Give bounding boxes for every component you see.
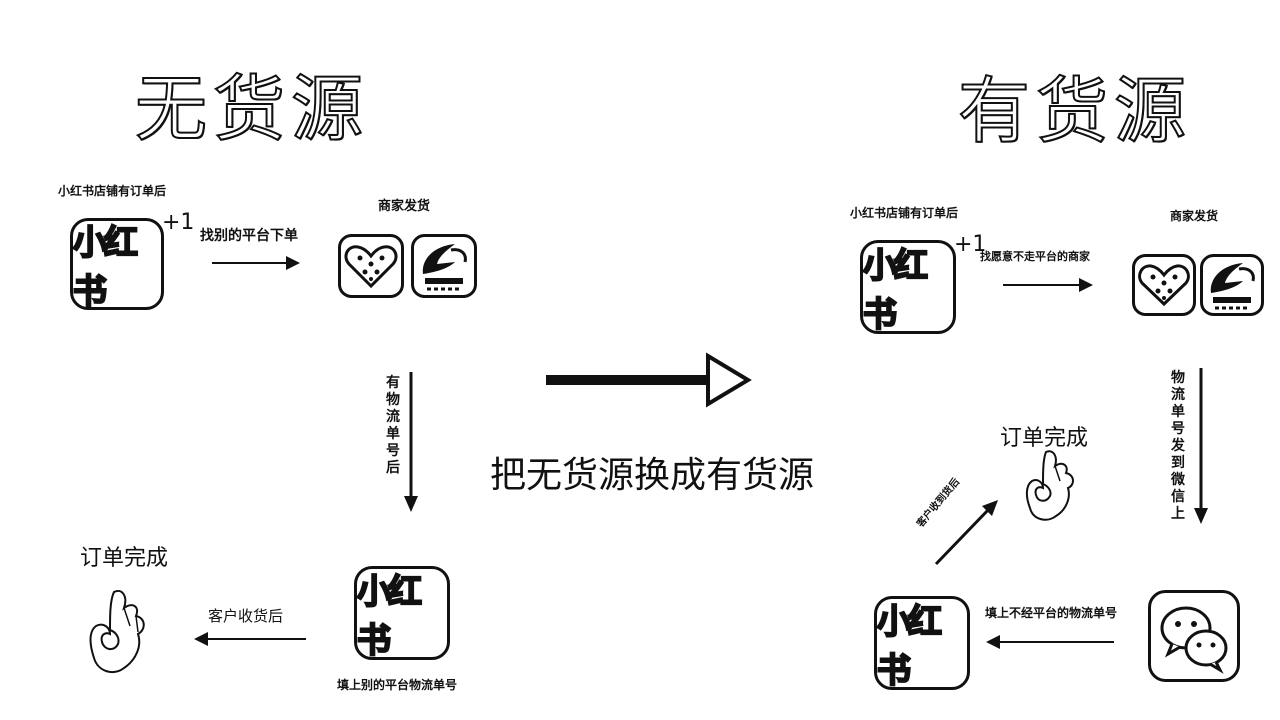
left-plus-one: +1 [162, 210, 195, 235]
right-arrow-down [1194, 368, 1208, 524]
right-xiaohongshu-icon-bottom-text: 小红书 [876, 601, 943, 692]
right-title: 有货源 [957, 68, 1193, 154]
center-big-arrow [546, 352, 752, 408]
right-order-label: 小红书店铺有订单后 [850, 206, 959, 220]
left-ok-hand-icon [89, 590, 145, 674]
right-done-label: 订单完成 [1000, 426, 1089, 451]
right-alibaba-1688-icon [1200, 254, 1264, 316]
left-title: 无货源 [134, 66, 370, 152]
right-ok-hand-icon [1025, 450, 1074, 521]
right-fill-label: 填上不经平台的物流单号 [985, 606, 1118, 620]
right-arrow1-label: 找愿意不走平台的商家 [980, 250, 1090, 263]
right-xiaohongshu-icon: 小红书 [860, 240, 956, 336]
right-arrow-right-1 [1003, 278, 1093, 292]
right-merchant-label: 商家发货 [1170, 209, 1219, 223]
right-xiaohongshu-icon-text: 小红书 [862, 245, 929, 336]
left-xiaohongshu-icon-text: 小红书 [72, 222, 139, 313]
left-alibaba-1688-icon [411, 234, 477, 298]
left-done-label: 订单完成 [80, 546, 169, 571]
left-xiaohongshu-icon-bottom-text: 小红书 [356, 571, 423, 662]
right-pinduoduo-heart-icon [1132, 254, 1196, 316]
left-xiaohongshu-icon: 小红书 [70, 218, 164, 313]
left-receive-label: 客户收货后 [208, 607, 284, 625]
right-xiaohongshu-icon-bottom: 小红书 [874, 596, 970, 692]
left-arrow1-label: 找别的平台下单 [200, 228, 298, 244]
right-arrow-diagonal [934, 500, 998, 566]
left-vertical-label: 有物流单号后 [386, 375, 400, 476]
center-label: 把无货源换成有货源 [490, 455, 815, 496]
right-wechat-icon [1148, 590, 1240, 682]
left-merchant-label: 商家发货 [378, 199, 431, 214]
left-fill-label: 填上别的平台物流单号 [337, 678, 458, 692]
right-arrow-left [986, 635, 1114, 649]
right-plus-one: +1 [954, 232, 987, 257]
left-pinduoduo-heart-icon [338, 234, 404, 298]
left-arrow-right-1 [212, 256, 300, 270]
left-xiaohongshu-icon-bottom: 小红书 [354, 566, 450, 662]
right-vertical-label: 物流单号发到微信上 [1171, 370, 1185, 522]
left-arrow-left [194, 632, 306, 646]
left-order-label: 小红书店铺有订单后 [58, 184, 167, 198]
left-arrow-down [404, 372, 418, 512]
